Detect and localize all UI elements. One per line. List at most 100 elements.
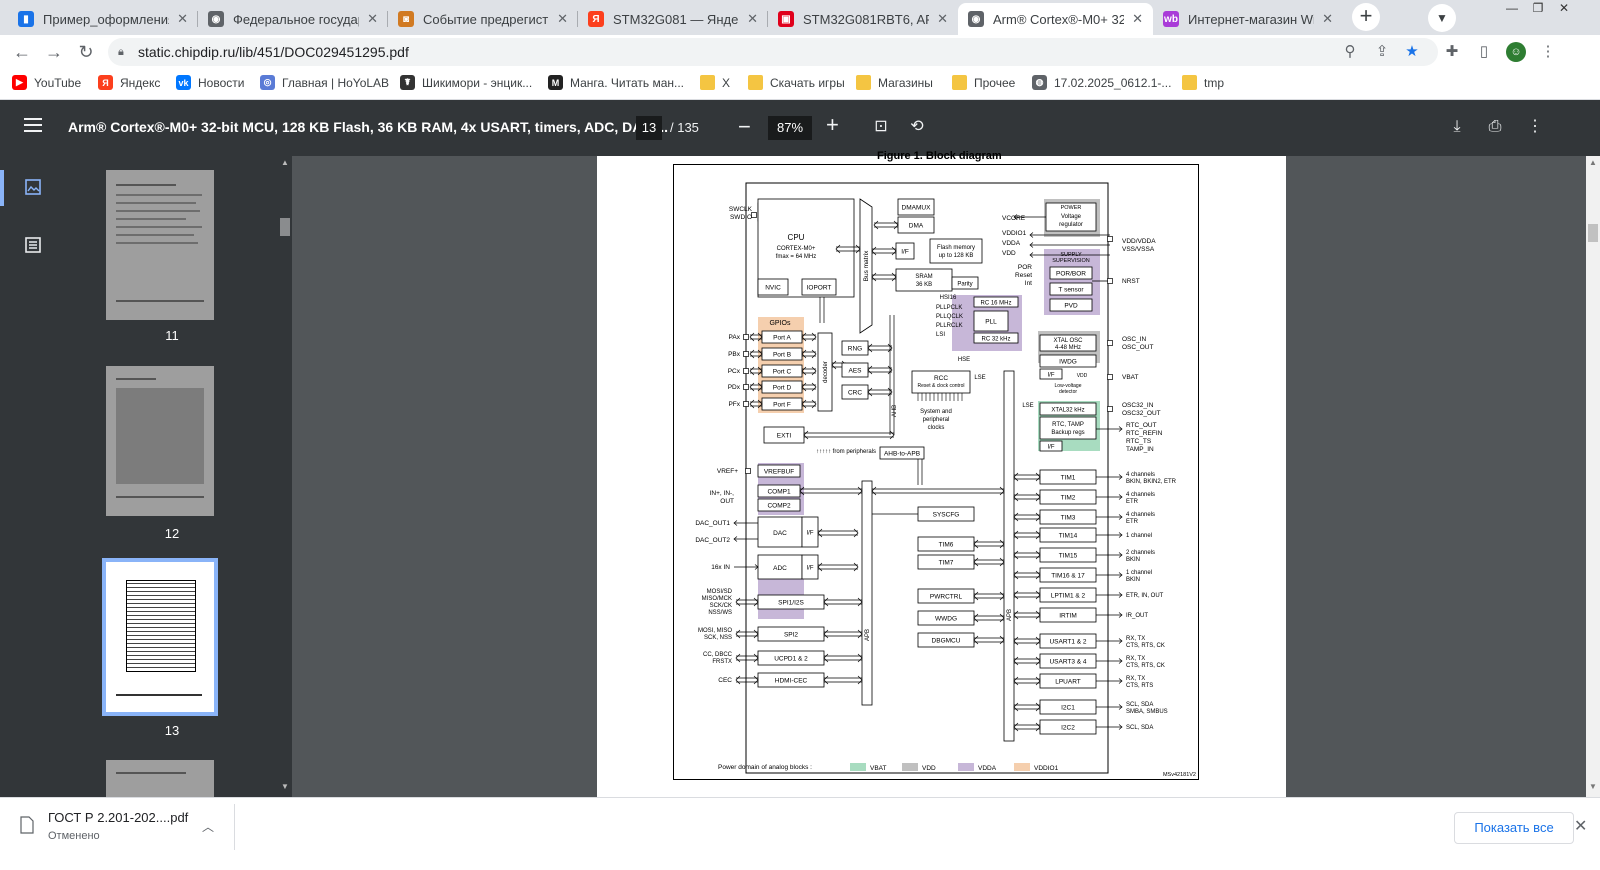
diagram-label: up to 128 KB bbox=[939, 253, 974, 259]
scroll-up-icon[interactable]: ▲ bbox=[281, 158, 289, 167]
download-icon[interactable]: ⤓ bbox=[1453, 118, 1461, 135]
bookmark-label: Новости bbox=[198, 75, 245, 90]
pin-pad bbox=[1107, 340, 1113, 346]
thumbnails-icon[interactable] bbox=[24, 178, 42, 196]
back-button[interactable]: ← bbox=[13, 42, 31, 62]
close-download-shelf-icon[interactable]: ✕ bbox=[1574, 818, 1588, 835]
reload-button[interactable]: ↻ bbox=[78, 42, 94, 62]
maximize-icon[interactable]: ❐ bbox=[1532, 1, 1544, 15]
diagram-label: 1 channel bbox=[1126, 570, 1152, 576]
arrow-head bbox=[757, 366, 763, 376]
diagram-label: 36 KB bbox=[916, 282, 932, 288]
thumbnail-page-selected[interactable] bbox=[102, 558, 218, 716]
diagram-label: AES bbox=[848, 367, 862, 374]
page-scrollbar[interactable]: ▲ ▼ bbox=[1586, 156, 1600, 797]
browser-tab[interactable]: ◙Событие предрегистрац✕ bbox=[388, 3, 578, 35]
print-icon[interactable]: ⎙ bbox=[1488, 118, 1502, 135]
close-tab-icon[interactable]: ✕ bbox=[937, 11, 948, 26]
bookmark-item[interactable]: Магазины bbox=[856, 75, 933, 90]
side-panel-icon[interactable]: ▯ bbox=[1479, 43, 1489, 60]
bus-arrow bbox=[824, 631, 862, 637]
more-options-icon[interactable]: ⋮ bbox=[1527, 118, 1543, 135]
close-tab-icon[interactable]: ✕ bbox=[177, 11, 188, 26]
arrow-head bbox=[1118, 572, 1123, 578]
diagram-label: I/F bbox=[1048, 444, 1055, 450]
browser-tab-active[interactable]: ◉Arm® Cortex®-M0+ 32✕ bbox=[958, 3, 1153, 35]
diagram-label: detector bbox=[1059, 389, 1077, 395]
page-number-input[interactable]: 13 bbox=[636, 116, 662, 140]
arrow-head bbox=[753, 597, 759, 607]
zoom-level-input[interactable]: 87% bbox=[768, 116, 812, 140]
arrow-head bbox=[1118, 724, 1123, 730]
arrow-head bbox=[973, 591, 979, 601]
chevron-up-icon[interactable]: ︿ bbox=[202, 820, 215, 834]
diagram-label: AHB-to-APB bbox=[884, 450, 920, 457]
diagram-label: OUT bbox=[720, 498, 734, 505]
show-all-downloads-button[interactable]: Показать все bbox=[1454, 812, 1574, 844]
bookmark-item[interactable]: tmp bbox=[1182, 75, 1224, 90]
close-tab-icon[interactable]: ✕ bbox=[1322, 11, 1333, 26]
folder-icon bbox=[856, 75, 871, 90]
tab-search-button[interactable]: ▼ bbox=[1428, 4, 1456, 32]
bookmark-item[interactable]: ☤Шикимори - энцик... bbox=[400, 75, 532, 90]
folder-icon bbox=[952, 75, 967, 90]
arrow-head bbox=[999, 591, 1005, 601]
bookmark-item[interactable]: Скачать игры bbox=[748, 75, 845, 90]
zoom-in-button[interactable]: + bbox=[826, 112, 839, 137]
arrow-head bbox=[803, 430, 809, 440]
thumbnail-page[interactable] bbox=[106, 170, 214, 320]
browser-tab[interactable]: ◉Федеральное государст✕ bbox=[198, 3, 388, 35]
download-filename: ГОСТ Р 2.201-202....pdf bbox=[48, 810, 189, 825]
browser-tab[interactable]: ▣STM32G081RBT6, ARM✕ bbox=[768, 3, 958, 35]
extensions-icon[interactable]: ✚ bbox=[1445, 43, 1459, 60]
forward-button[interactable]: → bbox=[45, 42, 63, 62]
diagram-label: Reset & clock control bbox=[918, 383, 965, 389]
bookmark-item[interactable]: ◍17.02.2025_0612.1-... bbox=[1032, 75, 1171, 90]
bookmark-item[interactable]: ▶YouTube bbox=[12, 75, 81, 90]
bookmark-item[interactable]: X bbox=[700, 75, 730, 90]
new-tab-button[interactable]: + bbox=[1352, 3, 1380, 31]
diagram-label: CPU bbox=[788, 233, 805, 242]
share-icon[interactable]: ⇪ bbox=[1375, 43, 1389, 60]
browser-menu-icon[interactable]: ⋮ bbox=[1540, 43, 1556, 60]
close-tab-icon[interactable]: ✕ bbox=[367, 11, 378, 26]
diagram-label: I2C1 bbox=[1061, 704, 1075, 711]
close-window-icon[interactable]: ✕ bbox=[1558, 1, 1570, 15]
bookmark-favicon-icon: ▶ bbox=[12, 75, 27, 90]
bus-arrow bbox=[736, 631, 758, 637]
diagram-block bbox=[1039, 440, 1063, 452]
address-bar[interactable]: 🔒︎ static.chipdip.ru/lib/451/DOC02945129… bbox=[108, 38, 1438, 66]
zoom-out-button[interactable]: − bbox=[738, 114, 751, 139]
zoom-icon[interactable]: ⚲ bbox=[1344, 43, 1356, 60]
outline-icon[interactable] bbox=[24, 236, 42, 254]
diagram-label: 1 channel bbox=[1126, 533, 1152, 539]
profile-avatar[interactable]: ☺ bbox=[1506, 42, 1526, 62]
arrow-head bbox=[1013, 636, 1019, 646]
download-item[interactable]: ГОСТ Р 2.201-202....pdf Отменено ︿ bbox=[18, 810, 236, 854]
browser-tab[interactable]: ▮Пример_оформления_Б✕ bbox=[8, 3, 198, 35]
close-tab-icon[interactable]: ✕ bbox=[747, 11, 758, 26]
thumbnail-page[interactable] bbox=[106, 366, 214, 516]
close-tab-icon[interactable]: ✕ bbox=[557, 11, 568, 26]
fit-page-icon[interactable]: ⊡ bbox=[874, 118, 888, 135]
thumbnail-page[interactable] bbox=[106, 760, 214, 797]
bookmark-item[interactable]: Прочее bbox=[952, 75, 1015, 90]
diagram-label: IR_OUT bbox=[1126, 613, 1148, 619]
scroll-down-icon[interactable]: ▼ bbox=[281, 782, 289, 791]
close-tab-icon[interactable]: ✕ bbox=[1132, 11, 1143, 26]
thumbnail-scrollbar[interactable]: ▲ ▼ bbox=[278, 156, 292, 797]
minimize-icon[interactable]: — bbox=[1506, 1, 1518, 15]
bookmark-item[interactable]: ◎Главная | HoYoLAB bbox=[260, 75, 389, 90]
bus-arrow bbox=[1014, 494, 1040, 500]
rotate-icon[interactable]: ⟲ bbox=[910, 118, 924, 135]
bookmark-star-icon[interactable]: ★ bbox=[1405, 43, 1419, 60]
diagram-label: 4 channels bbox=[1126, 472, 1155, 478]
menu-icon[interactable] bbox=[24, 118, 42, 132]
diagram-label: MOSI, MISO bbox=[698, 628, 732, 634]
arrow-head bbox=[1035, 472, 1041, 482]
